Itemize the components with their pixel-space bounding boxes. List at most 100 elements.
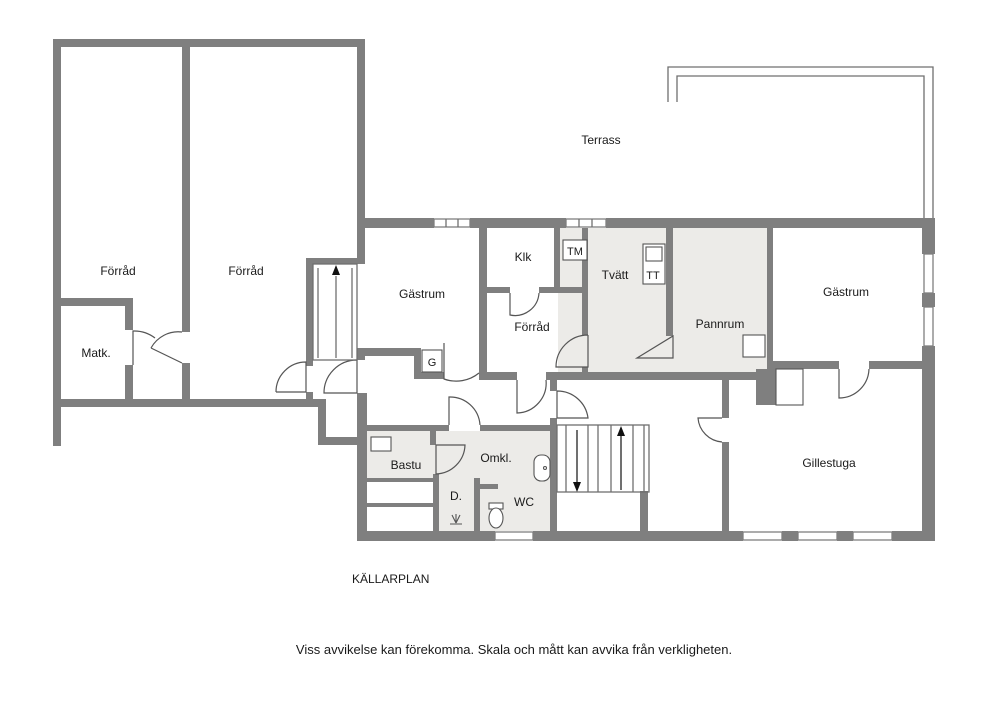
room-tvatt: Tvätt: [602, 268, 629, 282]
wall: [550, 418, 557, 531]
fixtures: [370, 239, 804, 529]
stair-arrow-up: [332, 265, 340, 275]
stairs: [312, 263, 650, 493]
walls: [53, 39, 935, 541]
wall: [550, 380, 557, 391]
door: [435, 444, 466, 475]
door: [132, 330, 156, 365]
door: [443, 343, 480, 382]
room-wc: WC: [514, 495, 534, 509]
wall: [666, 228, 673, 336]
wall: [306, 258, 313, 366]
door: [556, 390, 589, 419]
plan-title: KÄLLARPLAN: [352, 572, 429, 586]
wall: [61, 298, 125, 306]
tt-inner: [645, 246, 663, 262]
stair-arrow-up: [617, 426, 625, 436]
wall: [365, 348, 417, 356]
door: [323, 359, 358, 394]
toilet-bowl: [488, 507, 504, 529]
room-gastrum-east: Gästrum: [823, 285, 869, 299]
wall: [782, 531, 798, 541]
stair-east: [556, 424, 650, 493]
g-box: [421, 349, 443, 373]
room-pannrum: Pannrum: [696, 317, 745, 331]
boiler-box: [742, 334, 766, 358]
disclaimer: Viss avvikelse kan förekomma. Skala och …: [296, 642, 732, 657]
fixture-labels: TM TT G: [428, 246, 660, 369]
wall: [606, 218, 935, 228]
wall: [430, 431, 436, 445]
room-terrass: Terrass: [581, 133, 620, 147]
wall: [318, 437, 367, 445]
window: [797, 531, 838, 541]
wall: [357, 393, 367, 541]
window: [433, 218, 471, 228]
stair-west: [312, 263, 358, 361]
room-matk: Matk.: [81, 346, 110, 360]
tm-box: [562, 239, 588, 261]
sink-drain: [542, 465, 548, 471]
room-forrad-middle: Förråd: [228, 264, 263, 278]
room-omkl: Omkl.: [480, 451, 511, 465]
room-dusch: D.: [450, 489, 462, 503]
window: [923, 253, 934, 294]
room-forrad-west: Förråd: [100, 264, 135, 278]
sink: [533, 454, 551, 482]
wall: [722, 442, 729, 531]
wall: [61, 399, 318, 407]
wall: [582, 228, 588, 335]
wall: [892, 531, 935, 541]
stair-arrow-down: [573, 482, 581, 492]
wall: [182, 47, 190, 332]
wall: [922, 346, 935, 541]
wall: [125, 298, 133, 330]
wall: [433, 474, 439, 531]
wall: [756, 369, 776, 405]
room-klk: Klk: [515, 250, 533, 264]
wall: [722, 380, 729, 418]
wall: [182, 363, 190, 399]
wall: [869, 361, 922, 369]
wall: [357, 218, 434, 228]
shower-icon: [450, 514, 462, 525]
window: [494, 531, 534, 541]
fixture-g: G: [428, 357, 437, 369]
wall: [367, 503, 433, 507]
wall: [640, 491, 648, 531]
wall: [53, 39, 61, 446]
wall: [480, 425, 550, 431]
wall: [554, 228, 560, 287]
door: [275, 361, 307, 393]
room-labels: Förråd Förråd Matk. Terrass Gästrum Klk …: [81, 133, 869, 509]
door: [634, 334, 674, 359]
chimney: [775, 368, 804, 406]
door: [555, 334, 589, 368]
wall: [367, 478, 437, 482]
wall: [367, 425, 449, 431]
wall: [479, 228, 487, 373]
room-forrad-small: Förråd: [514, 320, 549, 334]
wall: [487, 287, 510, 293]
wall: [53, 39, 365, 47]
door: [150, 331, 183, 364]
door: [448, 396, 481, 426]
wall: [306, 392, 313, 407]
wall: [306, 258, 365, 264]
door: [516, 379, 547, 414]
wall: [357, 39, 365, 264]
wall: [922, 218, 935, 254]
wall: [767, 228, 773, 375]
window: [852, 531, 893, 541]
wall: [773, 361, 839, 369]
room-bastu: Bastu: [391, 458, 422, 472]
window: [565, 218, 607, 228]
wall: [922, 293, 935, 307]
wall: [470, 218, 566, 228]
wall: [474, 478, 480, 531]
windows: [433, 218, 934, 541]
fixture-tt: TT: [646, 270, 660, 282]
wall: [414, 348, 421, 379]
wall: [357, 531, 495, 541]
